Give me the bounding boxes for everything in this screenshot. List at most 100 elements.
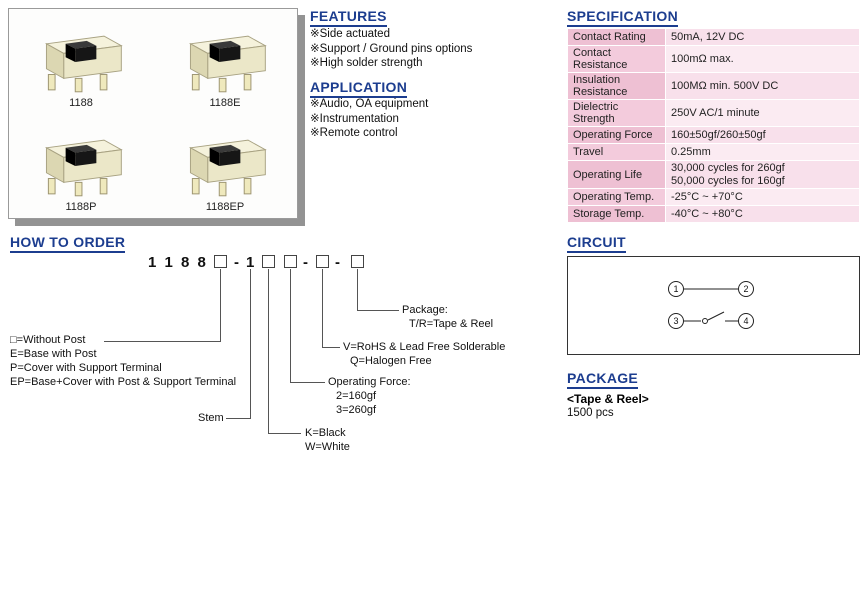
- order-code-diagram: 1 1 8 8 - 1 - - □=Without Post E=Base wi…: [0, 252, 560, 477]
- application-list: ※Audio, OA equipment ※Instrumentation ※R…: [310, 97, 428, 141]
- order-box-color: [262, 255, 275, 268]
- features-title: FEATURES: [310, 8, 387, 27]
- product-photo-panel: 1188 1188E: [8, 8, 298, 219]
- circuit-pin-3: 3: [673, 316, 678, 326]
- spec-label-cell: Contact Rating: [567, 28, 666, 46]
- order-dash: -: [335, 254, 342, 271]
- order-base-code: 1 1 8 8: [148, 254, 208, 271]
- connector-line: [226, 418, 251, 419]
- circuit-diagram: 1 2 3 4: [668, 281, 754, 329]
- spec-row: Operating Temp. -25°C ~ +70°C: [567, 188, 860, 206]
- spec-row: Insulation Resistance 100MΩ min. 500V DC: [567, 72, 860, 100]
- spec-value-cell: 160±50gf/260±50gf: [665, 126, 860, 144]
- connector-line: [104, 341, 221, 342]
- spec-label-cell: Storage Temp.: [567, 205, 666, 223]
- how-to-order-title: HOW TO ORDER: [10, 234, 126, 253]
- spec-row: Dielectric Strength 250V AC/1 minute: [567, 99, 860, 127]
- circuit-pin-4: 4: [743, 316, 748, 326]
- spec-label-cell: Operating Life: [567, 160, 666, 189]
- spec-value-cell: 100mΩ max.: [665, 45, 860, 73]
- specification-table: Contact Rating 50mA, 12V DC Contact Resi…: [567, 28, 860, 223]
- order-box-compliance: [316, 255, 329, 268]
- force-option: 3=260gf: [336, 404, 377, 416]
- circuit-pin-1: 1: [673, 284, 678, 294]
- spec-row: Contact Resistance 100mΩ max.: [567, 45, 860, 73]
- feature-item: ※High solder strength: [310, 57, 423, 69]
- spec-value-cell: 30,000 cycles for 260gf 50,000 cycles fo…: [665, 160, 860, 189]
- product-card-1188: 1188: [9, 9, 153, 114]
- post-option: P=Cover with Support Terminal: [10, 362, 162, 374]
- circuit-box: 1 2 3 4: [567, 256, 860, 355]
- specification-title: SPECIFICATION: [567, 8, 678, 27]
- post-option: EP=Base+Cover with Post & Support Termin…: [10, 376, 237, 388]
- package-type: <Tape & Reel>: [567, 392, 649, 406]
- connector-line: [268, 269, 269, 433]
- color-option: W=White: [305, 441, 350, 453]
- application-item: ※Instrumentation: [310, 112, 399, 125]
- order-box-package: [351, 255, 364, 268]
- product-card-1188e: 1188E: [153, 9, 297, 114]
- compliance-option: Q=Halogen Free: [350, 355, 432, 367]
- spec-value-cell: 50mA, 12V DC: [665, 28, 860, 46]
- product-label: 1188P: [65, 201, 97, 213]
- force-label: Operating Force:: [328, 376, 411, 388]
- slide-switch-illustration: [44, 35, 123, 92]
- connector-line: [322, 347, 340, 348]
- post-option: □=Without Post: [10, 334, 86, 346]
- spec-value-cell: -25°C ~ +70°C: [665, 188, 860, 206]
- spec-row: Storage Temp. -40°C ~ +80°C: [567, 205, 860, 223]
- post-option: E=Base with Post: [10, 348, 97, 360]
- spec-value-cell: 250V AC/1 minute: [665, 99, 860, 127]
- order-dash: -: [234, 254, 241, 271]
- feature-item: ※Support / Ground pins options: [310, 42, 473, 55]
- features-list: ※Side actuated ※Support / Ground pins op…: [310, 27, 472, 71]
- package-quantity: 1500 pcs: [567, 407, 614, 419]
- feature-item: ※Side actuated: [310, 28, 390, 40]
- order-dash: -: [303, 254, 310, 271]
- product-card-1188p: 1188P: [9, 114, 153, 219]
- connector-line: [290, 269, 291, 382]
- connector-line: [290, 382, 325, 383]
- slide-switch-illustration: [188, 139, 267, 197]
- connector-line: [357, 269, 358, 310]
- connector-line: [268, 433, 301, 434]
- stem-label: Stem: [198, 412, 224, 424]
- package-title: PACKAGE: [567, 370, 639, 389]
- spec-label-cell: Operating Force: [567, 126, 666, 144]
- spec-label-cell: Travel: [567, 143, 666, 161]
- spec-row: Travel 0.25mm: [567, 143, 860, 161]
- spec-value-cell: 0.25mm: [665, 143, 860, 161]
- slide-switch-illustration: [44, 139, 123, 197]
- product-label: 1188EP: [205, 201, 245, 213]
- spec-row: Contact Rating 50mA, 12V DC: [567, 28, 860, 46]
- order-box-post: [214, 255, 227, 268]
- spec-value-cell: -40°C ~ +80°C: [665, 205, 860, 223]
- spec-row: Operating Force 160±50gf/260±50gf: [567, 126, 860, 144]
- spec-label-cell: Insulation Resistance: [567, 72, 666, 100]
- circuit-title: CIRCUIT: [567, 234, 626, 253]
- application-item: ※Remote control: [310, 127, 398, 139]
- product-card-1188ep: 1188EP: [153, 114, 297, 219]
- connector-line: [357, 310, 399, 311]
- spec-row: Operating Life 30,000 cycles for 260gf 5…: [567, 160, 860, 189]
- spec-label-cell: Dielectric Strength: [567, 99, 666, 127]
- spec-label-cell: Contact Resistance: [567, 45, 666, 73]
- application-title: APPLICATION: [310, 79, 408, 98]
- color-option: K=Black: [305, 427, 346, 439]
- spec-value-cell: 100MΩ min. 500V DC: [665, 72, 860, 100]
- compliance-option: V=RoHS & Lead Free Solderable: [343, 341, 506, 353]
- order-stem-digit: 1: [246, 254, 257, 271]
- force-option: 2=160gf: [336, 390, 377, 402]
- order-box-force: [284, 255, 297, 268]
- product-label: 1188E: [209, 96, 241, 109]
- connector-line: [220, 269, 221, 341]
- spec-label-cell: Operating Temp.: [567, 188, 666, 206]
- product-label: 1188: [69, 96, 93, 109]
- application-item: ※Audio, OA equipment: [310, 98, 429, 110]
- connector-line: [250, 269, 251, 418]
- package-option: T/R=Tape & Reel: [409, 318, 494, 330]
- slide-switch-illustration: [188, 35, 267, 92]
- package-label: Package:: [402, 304, 448, 316]
- circuit-pin-2: 2: [743, 284, 748, 294]
